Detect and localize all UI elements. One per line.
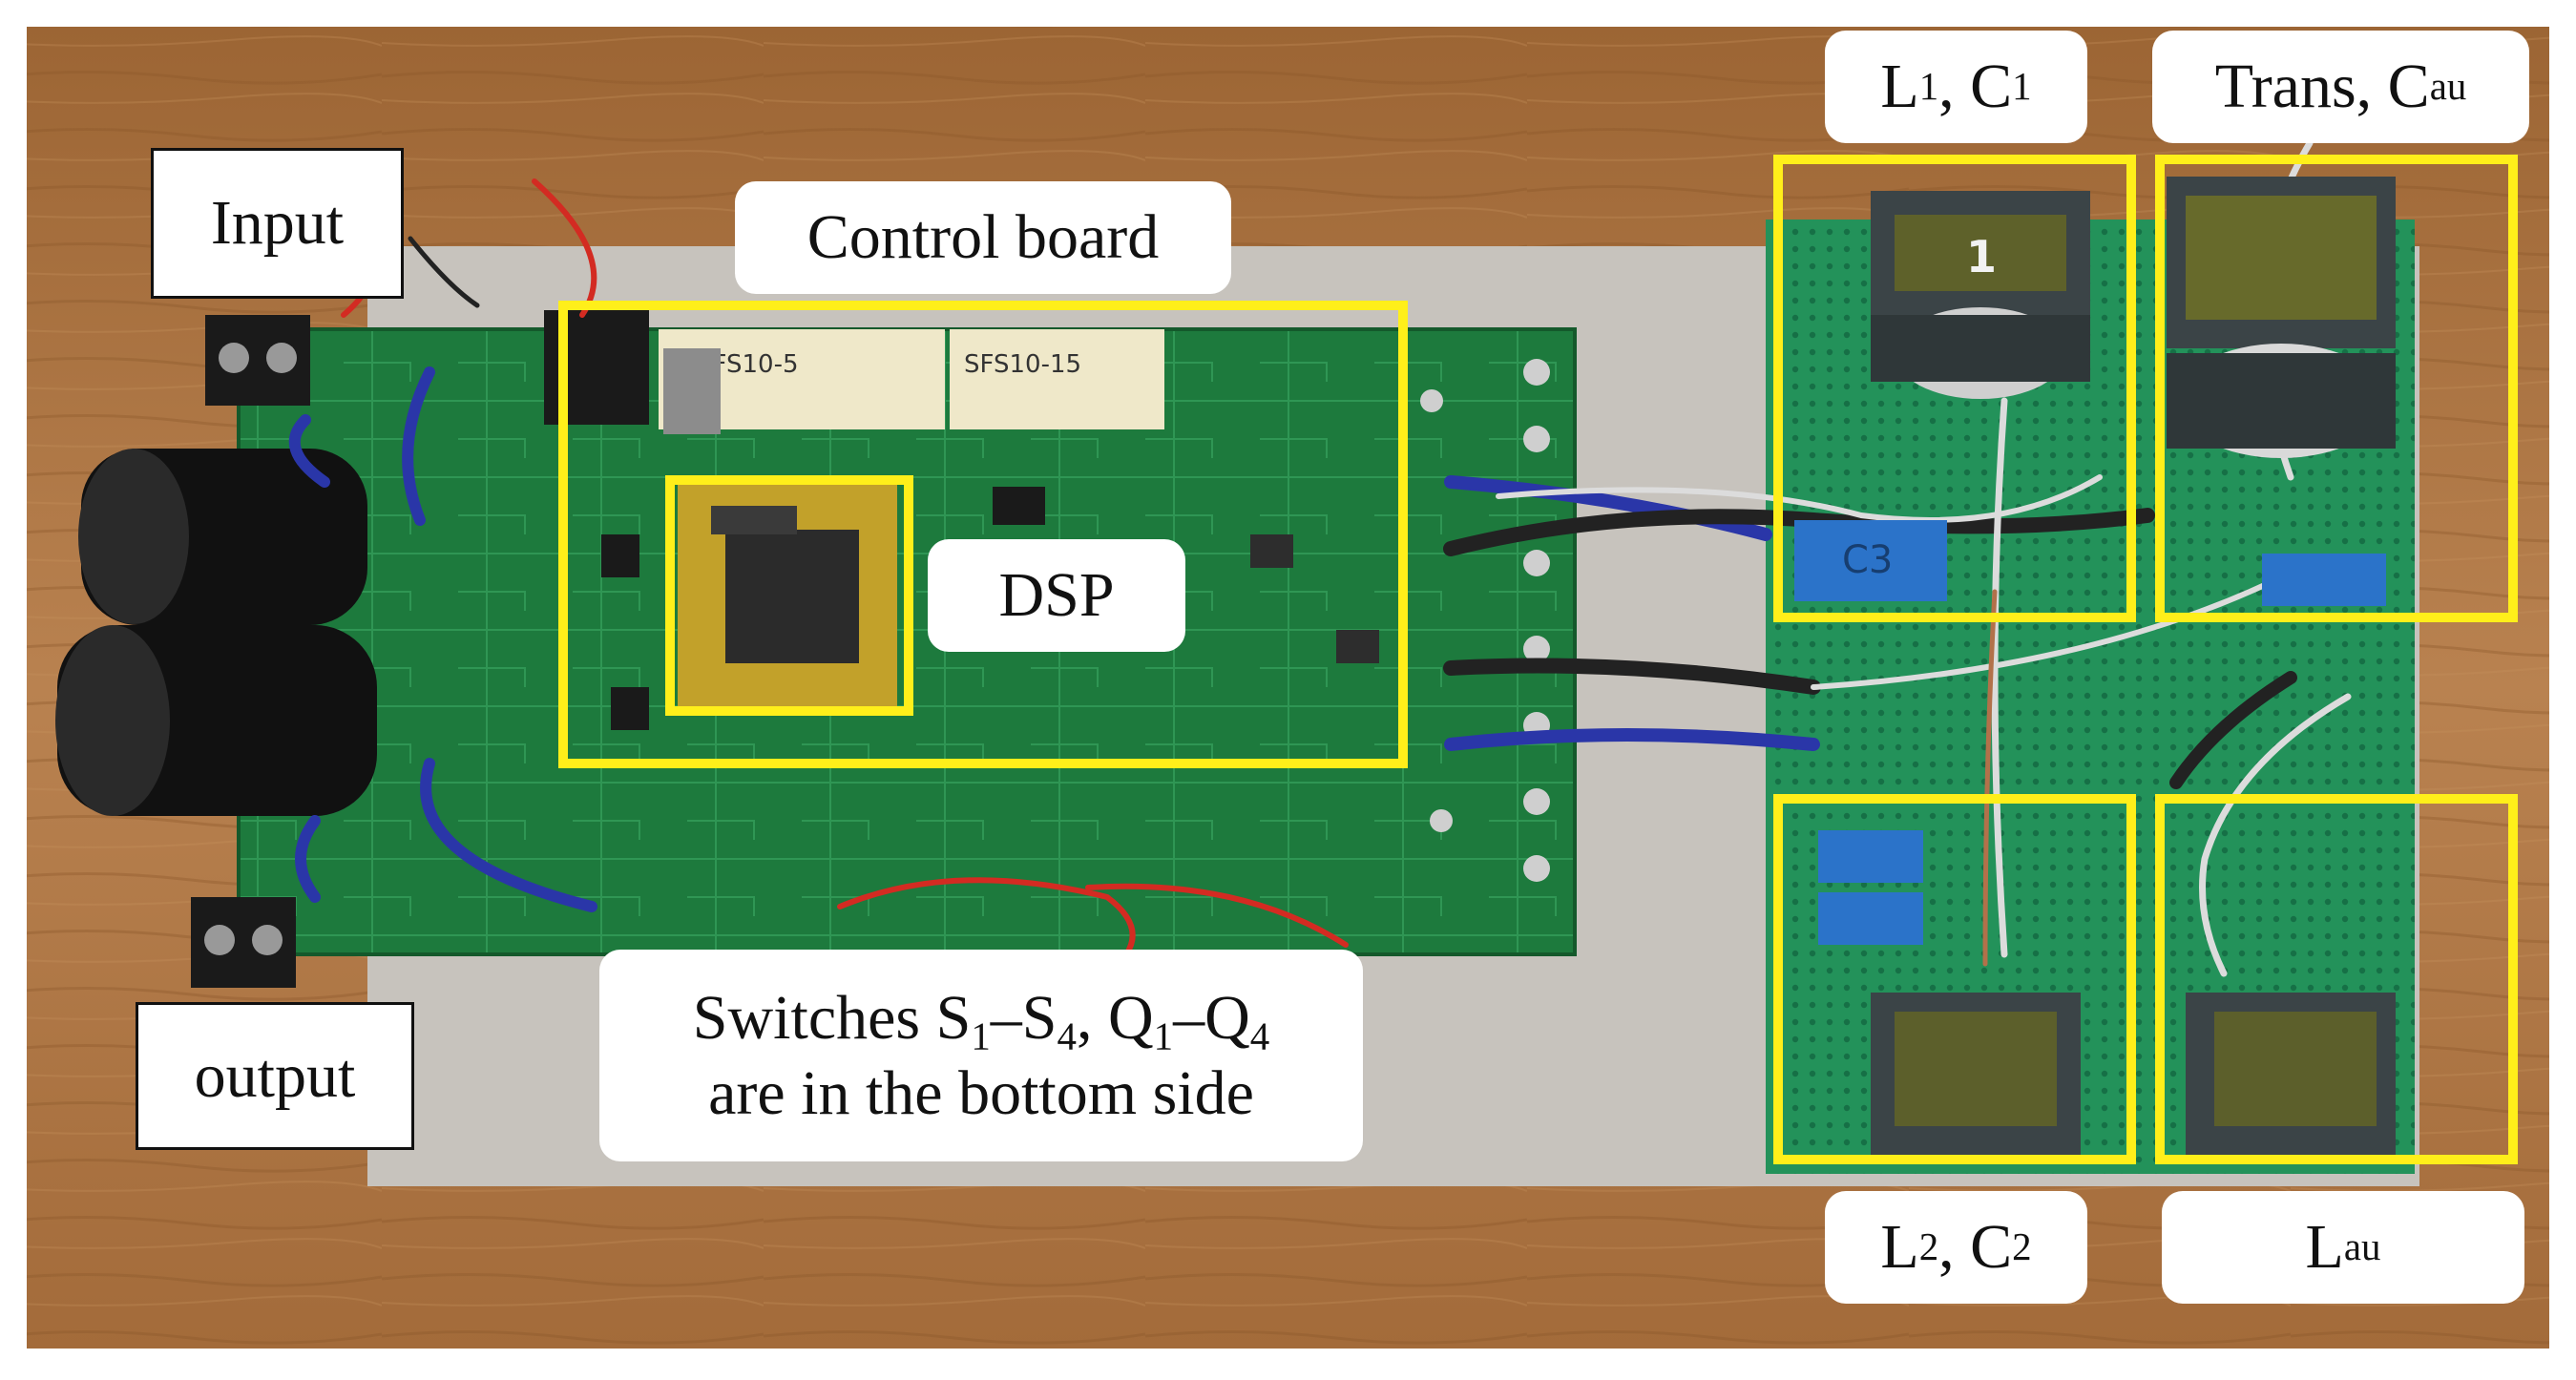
inductor-l1: 1 [1871,191,2090,399]
capacitor-marking: C3 [1842,538,1893,582]
capacitor-c1 [1794,520,1947,601]
input-terminal [205,315,310,406]
capacitor-c2-a [1818,830,1923,883]
label-switches: Switches S1–S4, Q1–Q4 are in the bottom … [599,950,1363,1161]
inductor-lau [2186,993,2396,1160]
capacitor-cau [2262,554,2386,606]
power-modules: SFS10-5 SFS10-15 [659,329,1164,434]
inductor-marking: 1 [1966,231,1997,282]
highlight-trans-cau [2155,155,2518,622]
inductor-l2 [1871,993,2081,1160]
label-control-board: Control board [735,181,1231,294]
highlight-control-board [558,301,1408,768]
label-switches-line1: Switches S1–S4, Q1–Q4 [692,982,1270,1058]
label-output: output [136,1002,414,1150]
cables [288,139,2352,977]
module-marking-2: SFS10-15 [964,350,1081,379]
highlight-l1-c1 [1773,155,2136,622]
label-input: Input [151,148,404,299]
highlight-l2-c2 [1773,794,2136,1164]
label-switches-line2: are in the bottom side [708,1058,1254,1128]
test-points [1420,359,1550,882]
highlight-dsp [665,475,913,716]
output-terminal [191,897,296,988]
highlight-lau [2155,794,2518,1164]
capacitor-c2-b [1818,892,1923,945]
electrolytic-capacitors [55,449,377,816]
label-dsp: DSP [928,539,1185,652]
transformer [2167,177,2396,458]
small-ics [601,487,1379,730]
dsp-chip [678,482,897,711]
